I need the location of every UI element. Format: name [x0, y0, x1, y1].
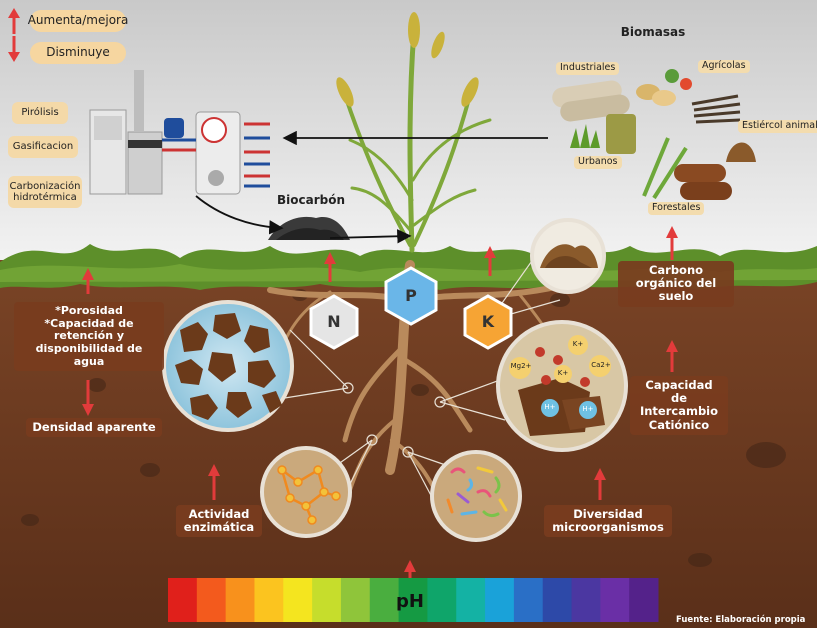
biomass-industrial-label: Industriales	[556, 62, 620, 75]
reactor-illustration	[89, 70, 270, 195]
ph-scale-segment	[369, 578, 400, 622]
biomass-urban-label: Urbanos	[574, 156, 622, 169]
legend-up-arrow	[8, 8, 20, 34]
bulk-density-label: Densidad aparente	[26, 418, 162, 438]
soc-zoom-circle	[530, 218, 606, 294]
biomass-title: Biomasas	[620, 25, 686, 39]
biochar-pile	[268, 216, 350, 240]
biomass-forestry-label: Forestales	[648, 202, 705, 215]
nutrient-p-label: P	[405, 286, 417, 305]
manure-biomass	[726, 142, 756, 162]
ion-k-1: K+	[572, 340, 584, 348]
ph-scale-segment	[398, 578, 428, 622]
ph-scale-segment	[312, 578, 342, 622]
ph-scale-segment	[196, 578, 227, 622]
ph-scale-segment	[542, 578, 573, 622]
ph-scale-segment	[485, 578, 515, 622]
ion-ca: Ca2+	[591, 361, 611, 369]
ph-scale-segment	[456, 578, 486, 622]
legend-decrease-label: Disminuye	[30, 42, 126, 64]
cec-label: Capacidad de Intercambio Catiónico	[630, 376, 728, 435]
legend-increase-label: Aumenta/mejora	[28, 10, 128, 32]
soc-label: Carbono orgánico del suelo	[618, 261, 734, 307]
ph-scale-segment	[600, 578, 630, 622]
biomass-illustrations	[552, 69, 756, 200]
ph-scale-segment	[283, 578, 313, 622]
ph-label: pH	[396, 591, 424, 612]
ion-mg: Mg2+	[510, 362, 532, 370]
ph-scale-segment	[629, 578, 659, 622]
legend-down-arrow	[8, 36, 20, 62]
ion-k-2: K+	[557, 369, 569, 377]
ion-h-2: H+	[582, 405, 594, 413]
forestry-biomass	[642, 137, 732, 200]
ph-scale	[168, 578, 659, 622]
nutrient-k-label: K	[481, 312, 495, 331]
ph-scale-segment	[340, 578, 371, 622]
indicator-arrows	[8, 8, 678, 590]
urban-biomass	[570, 114, 636, 154]
nutrient-hexagons	[309, 266, 513, 350]
plant	[343, 27, 492, 253]
ion-h-1: H+	[544, 403, 556, 411]
biomass-agricultural-label: Agrícolas	[698, 60, 750, 73]
ph-scale-segment	[513, 578, 544, 622]
process-pyrolysis-label: Pirólisis	[12, 102, 68, 124]
enzymatic-label: Actividad enzimática	[176, 505, 262, 538]
hexagon-k	[463, 294, 513, 350]
cec-zoom-circle	[496, 320, 628, 452]
ph-scale-segment	[254, 578, 284, 622]
agricultural-biomass	[636, 69, 741, 124]
ph-scale-segment	[571, 578, 601, 622]
microbes-zoom-circle	[430, 450, 522, 542]
porosity-zoom-circle	[162, 300, 294, 432]
ph-scale-segment	[225, 578, 255, 622]
process-htc-label: Carbonización hidrotérmica	[8, 176, 82, 208]
hexagon-p	[384, 266, 438, 326]
ph-scale-segment	[168, 578, 198, 622]
biomass-manure-label: Estiércol animal	[738, 120, 817, 133]
flow-arrows	[195, 130, 548, 244]
biochar-title: Biocarbón	[276, 193, 345, 207]
source-note: Fuente: Elaboración propia	[676, 615, 806, 625]
porosity-label: *Porosidad *Capacidad de retención y dis…	[14, 302, 164, 372]
process-gasification-label: Gasificacion	[8, 136, 78, 158]
enzyme-zoom-circle	[260, 446, 352, 538]
wheat-ears	[336, 12, 479, 107]
nutrient-n-label: N	[327, 312, 341, 331]
ph-scale-segment	[427, 578, 457, 622]
hexagon-n	[309, 294, 359, 350]
microbes-label: Diversidad microorganismos	[544, 505, 672, 538]
